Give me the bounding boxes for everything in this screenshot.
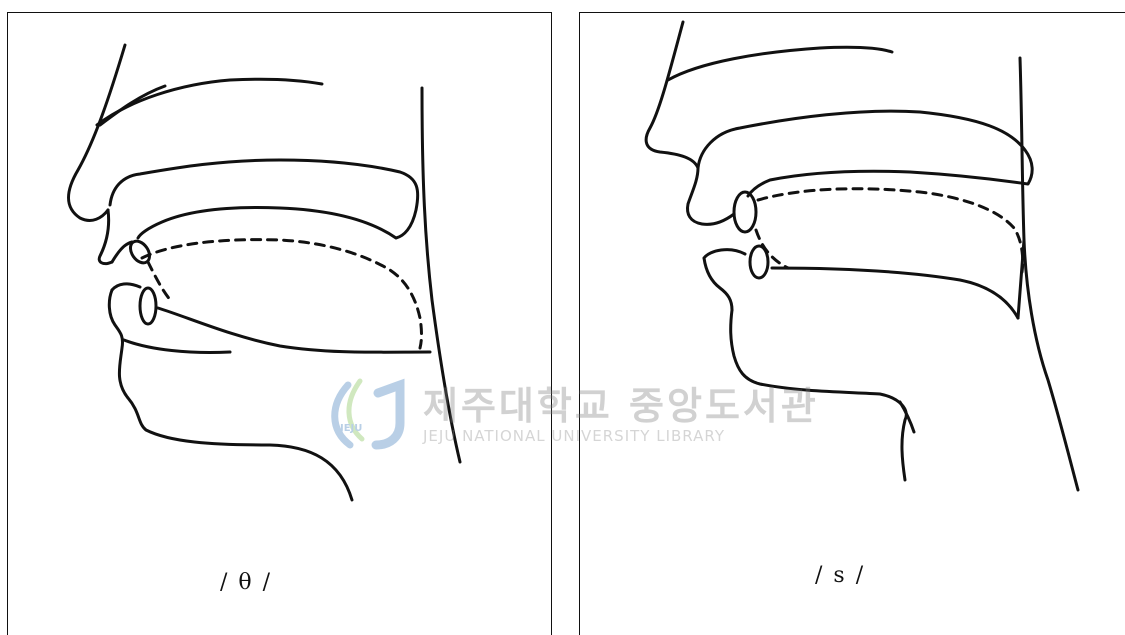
s-upper-incisor [734, 192, 756, 232]
theta-tongue-surface [142, 240, 422, 348]
s-pharynx-wall [1020, 58, 1078, 490]
s-nose-profile [646, 22, 698, 168]
s-tongue-floor [772, 268, 1018, 318]
theta-palate [110, 160, 418, 238]
theta-tongue-contour [142, 240, 422, 348]
theta-tongue-floor [158, 308, 430, 352]
theta-upper-incisor-root [112, 242, 132, 262]
library-name-korean: 제주대학교 중앙도서관 [423, 375, 819, 430]
theta-caption: / θ / [220, 570, 272, 595]
theta-lower-incisor [140, 288, 156, 324]
s-tongue-surface [758, 189, 1023, 272]
s-nasal-floor [668, 47, 892, 80]
theta-tongue-tip [148, 262, 172, 302]
theta-lower-lip-top [112, 284, 140, 290]
library-name-english: JEJU NATIONAL UNIVERSITY LIBRARY [423, 427, 725, 445]
s-tongue-contour [756, 189, 1023, 272]
theta-chin-line [124, 340, 230, 353]
library-watermark: JEJU 제주대학교 중앙도서관 JEJU NATIONAL UNIVERSIT… [318, 375, 818, 455]
library-logo-icon: JEJU [318, 375, 413, 455]
s-tongue-tip [756, 230, 788, 268]
theta-nose-profile [68, 45, 125, 220]
s-palate [698, 111, 1032, 196]
s-upper-lip [688, 168, 734, 224]
s-caption: / s / [815, 563, 865, 588]
library-logo-text: JEJU [339, 423, 362, 434]
s-lower-lip [704, 250, 745, 310]
